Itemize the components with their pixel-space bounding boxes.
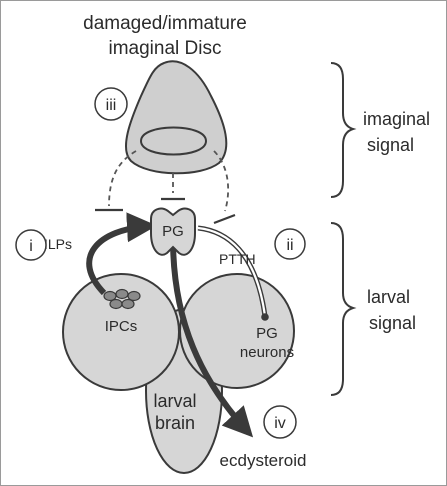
marker-iv: iv <box>263 405 297 439</box>
larval-brain-label-1: larval <box>153 391 196 411</box>
imaginal-signal-label-2: signal <box>367 135 414 155</box>
ecdysteroid-label: ecdysteroid <box>220 451 307 470</box>
marker-iii: iii <box>94 87 128 121</box>
right-brain-lobe <box>179 273 295 389</box>
imaginal-inhibition-lines <box>108 150 230 212</box>
larval-signal-bracket <box>330 222 357 396</box>
imaginal-disc <box>125 60 228 175</box>
svg-text:iv: iv <box>274 415 286 432</box>
imaginal-signal-bracket <box>330 62 357 198</box>
title-line-2: imaginal Disc <box>109 38 222 59</box>
ipc-cluster <box>103 288 141 310</box>
ptth-label: PTTH <box>219 251 256 267</box>
ipcs-label: IPCs <box>105 318 138 335</box>
pg-neurons-label-2: neurons <box>240 344 294 361</box>
pg-label: PG <box>162 223 184 240</box>
ecdysteroid-arrow <box>170 238 254 438</box>
svg-text:iii: iii <box>106 97 117 114</box>
left-brain-lobe <box>62 273 180 391</box>
prothoracic-gland <box>150 207 196 256</box>
title-line-1: damaged/immature <box>83 13 247 34</box>
svg-text:i: i <box>29 238 33 255</box>
marker-ii: ii <box>274 228 306 260</box>
larval-signal-label-1: larval <box>367 287 410 307</box>
inhibition-bars <box>95 197 236 225</box>
imaginal-signal-label-1: imaginal <box>363 109 430 129</box>
larval-brain-label-2: brain <box>155 413 195 433</box>
marker-i: i <box>15 229 47 261</box>
ptth-connection <box>197 225 269 321</box>
ilps-connection <box>86 212 157 296</box>
ilps-label: ILPs <box>44 236 72 252</box>
larval-signal-label-2: signal <box>369 313 416 333</box>
svg-text:ii: ii <box>286 237 293 254</box>
pg-neurons-label-1: PG <box>256 325 278 342</box>
